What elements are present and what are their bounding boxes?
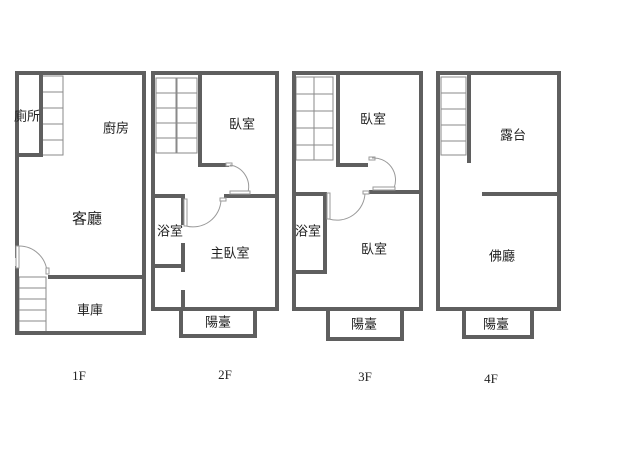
wall-4f-balcony <box>462 307 534 339</box>
wall-2f-bath <box>151 194 185 225</box>
wall-3f-bath <box>292 192 327 274</box>
wall-3f-outer <box>292 71 423 311</box>
door-2f-bedroom <box>225 162 251 195</box>
room-3f-bathroom: 浴室 <box>295 224 321 240</box>
floor-label-4f: 4F <box>484 371 498 386</box>
wall-2f-outer <box>151 71 279 311</box>
room-2f-balcony: 陽臺 <box>205 316 231 331</box>
floor-1f-plan: 廁所 廚房 客廳 車庫 <box>14 71 146 335</box>
room-4f-buddha-hall: 佛廳 <box>489 249 515 265</box>
floor-label-2f: 2F <box>218 367 232 382</box>
room-4f-terrace: 露台 <box>500 129 526 144</box>
room-1f-toilet: 廁所 <box>14 109 40 125</box>
floor-label-3f: 3F <box>358 369 372 384</box>
room-3f-bedroom-a: 臥室 <box>360 112 386 128</box>
floor-2f-plan: 臥室 浴室 主臥室 陽臺 <box>151 71 279 338</box>
floor-4f-plan: 露台 佛廳 陽臺 <box>436 71 561 339</box>
wall-3f-bedroom <box>336 71 368 167</box>
door-3f-bathroom <box>326 190 370 221</box>
room-4f-balcony: 陽臺 <box>483 318 509 333</box>
room-1f-kitchen: 廚房 <box>103 121 129 137</box>
staircase-1f-top <box>41 75 64 156</box>
wall-1f-toilet <box>17 71 43 157</box>
wall-3f-balcony <box>326 307 404 341</box>
room-3f-bedroom-b: 臥室 <box>361 242 387 258</box>
door-3f-bedroom <box>368 156 397 191</box>
staircase-2f <box>155 77 198 154</box>
wall-4f-outer <box>436 71 561 311</box>
wall-1f-outer <box>15 71 146 335</box>
room-2f-bathroom: 浴室 <box>157 224 183 240</box>
wall-2f-bedroom <box>198 71 229 167</box>
staircase-4f <box>440 76 467 156</box>
door-2f-bathroom <box>183 197 227 228</box>
room-3f-balcony: 陽臺 <box>351 318 377 333</box>
room-1f-living: 客廳 <box>72 210 102 228</box>
wall-2f-balcony <box>179 307 257 338</box>
door-1f-living <box>15 245 50 275</box>
room-2f-bedroom: 臥室 <box>229 117 255 133</box>
floor-label-1f: 1F <box>72 368 86 383</box>
room-1f-garage: 車庫 <box>77 304 103 319</box>
staircase-1f-bottom <box>18 276 47 333</box>
floor-3f-plan: 臥室 浴室 臥室 陽臺 <box>292 71 423 341</box>
room-2f-master-bedroom: 主臥室 <box>210 246 249 262</box>
staircase-3f <box>295 76 334 161</box>
